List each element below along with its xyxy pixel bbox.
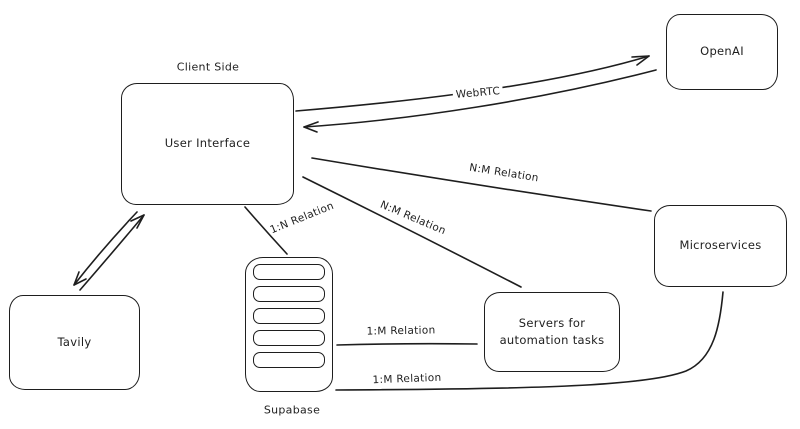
edge-ui-servers	[302, 176, 522, 288]
arrowhead-ui-tavily-down	[73, 271, 87, 286]
edge-webrtc-out	[295, 55, 650, 112]
node-tavily-label: Tavily	[57, 334, 92, 349]
node-user-interface: User Interface	[121, 83, 294, 205]
edge-ui-microservices	[311, 157, 652, 212]
edge-supabase-servers	[336, 342, 478, 346]
database-slat	[253, 352, 325, 368]
database-slat	[253, 330, 325, 346]
edge-label-supabase-servers: 1:M Relation	[366, 324, 436, 338]
node-microservices-label: Microservices	[679, 238, 762, 253]
arrowhead-webrtc-out	[631, 55, 650, 66]
node-supabase-label: Supabase	[263, 403, 321, 417]
edge-ui-tavily-down	[73, 211, 138, 286]
database-slat	[253, 286, 325, 302]
node-servers: Servers for automation tasks	[484, 292, 620, 372]
node-openai-label: OpenAI	[700, 44, 744, 59]
edge-ui-tavily-up	[79, 214, 145, 291]
edge-webrtc-back	[303, 69, 657, 128]
node-openai: OpenAI	[666, 14, 778, 90]
node-servers-label: Servers for automation tasks	[499, 315, 605, 347]
client-side-label: Client Side	[176, 60, 240, 74]
edge-supabase-microservices	[335, 291, 724, 391]
edge-ui-supabase	[244, 206, 288, 255]
node-microservices: Microservices	[654, 205, 787, 287]
node-user-interface-label: User Interface	[164, 136, 251, 151]
node-tavily: Tavily	[9, 295, 140, 390]
database-icon	[245, 257, 333, 392]
arrowhead-ui-tavily-up	[130, 214, 145, 229]
database-slat	[253, 308, 325, 324]
database-slat	[253, 264, 325, 280]
arrowhead-webrtc-back	[303, 121, 319, 133]
